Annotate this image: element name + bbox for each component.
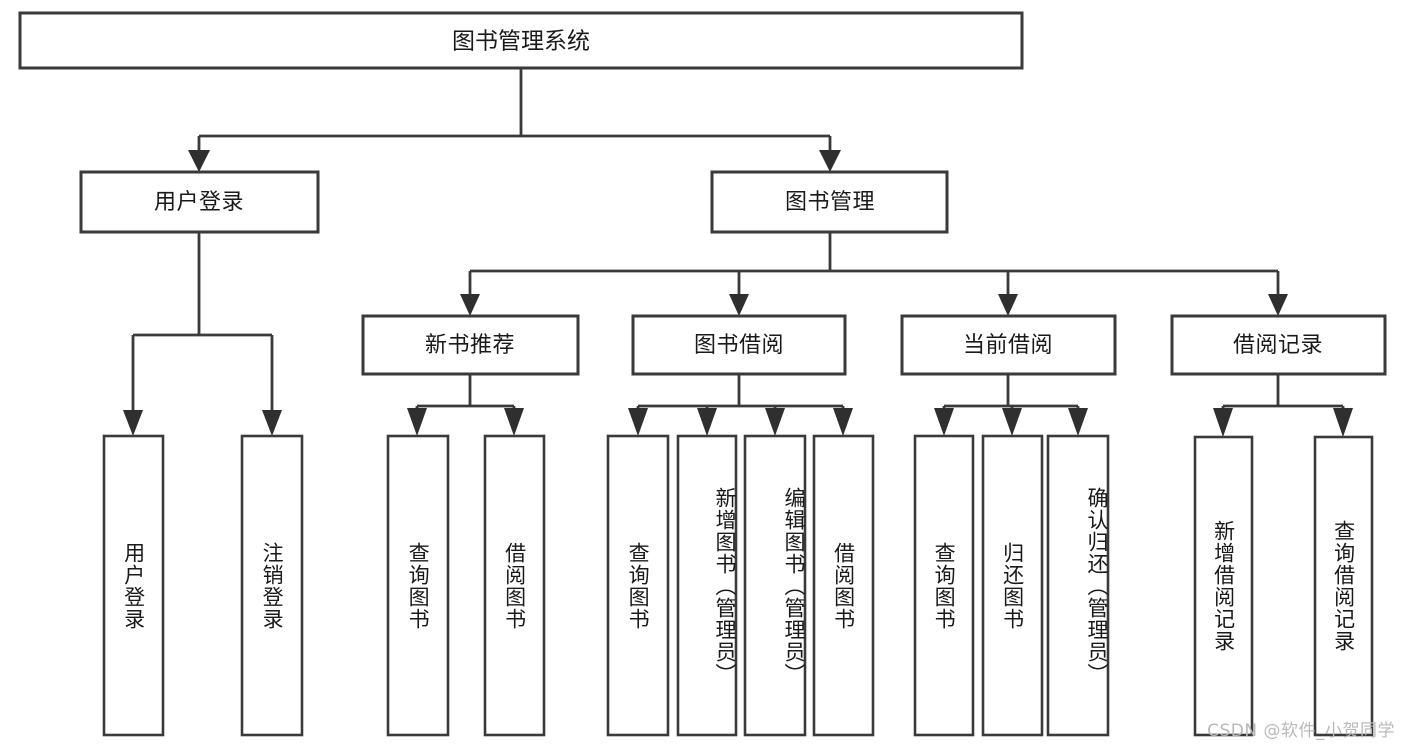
- arrowhead-leaf-confirm-return: [1068, 408, 1088, 436]
- node-new-book-recommend-label: 新书推荐: [425, 333, 515, 358]
- node-book-management-label: 图书管理: [785, 190, 875, 215]
- arrowhead-book-mgmt: [819, 150, 841, 172]
- arrowhead-new-book: [460, 294, 480, 316]
- node-root[interactable]: [18, 11, 1024, 70]
- node-user-login[interactable]: [79, 170, 320, 234]
- leaf-box-return-book[interactable]: [981, 434, 1044, 737]
- arrowhead-leaf-user-login: [123, 410, 143, 436]
- arrowhead-leaf-query-book-2: [628, 408, 648, 436]
- leaf-box-query-record[interactable]: [1313, 435, 1374, 737]
- leaf-box-query-book-1[interactable]: [386, 434, 450, 737]
- leaf-box-query-book-3[interactable]: [913, 434, 975, 737]
- node-layer: 图书管理系统 用户登录 图书管理 新书推荐 图书借阅 当前借阅 借阅记录: [18, 11, 1387, 737]
- node-root-label: 图书管理系统: [452, 29, 590, 55]
- arrowhead-leaf-borrow-book-2: [833, 408, 853, 436]
- connector-layer: [123, 68, 1353, 437]
- node-borrow-record[interactable]: [1170, 314, 1387, 376]
- leaf-box-user-login[interactable]: [102, 434, 165, 737]
- arrowhead-leaf-query-record: [1333, 408, 1353, 437]
- node-book-management[interactable]: [710, 170, 949, 234]
- leaf-box-borrow-book-1[interactable]: [483, 434, 546, 737]
- leaf-box-query-book-2[interactable]: [606, 434, 670, 737]
- node-book-borrow[interactable]: [631, 314, 847, 376]
- csdn-watermark: CSDN @软件_小贺同学: [1207, 721, 1395, 741]
- arrowhead-leaf-edit-book: [765, 408, 785, 436]
- arrowhead-leaf-query-book-1: [407, 408, 427, 436]
- leaf-box-borrow-book-2[interactable]: [812, 434, 875, 737]
- node-borrow-record-label: 借阅记录: [1233, 333, 1323, 358]
- arrowhead-current-borrow: [998, 294, 1018, 316]
- leaf-box-add-book[interactable]: [676, 434, 738, 737]
- arrowhead-leaf-logout: [262, 410, 282, 436]
- arrowhead-book-borrow: [729, 294, 749, 316]
- node-user-login-label: 用户登录: [154, 190, 244, 215]
- leaf-box-confirm-return[interactable]: [1046, 434, 1110, 737]
- node-current-borrow-label: 当前借阅: [963, 333, 1053, 358]
- arrowhead-leaf-return-book: [1002, 408, 1022, 436]
- node-current-borrow[interactable]: [900, 314, 1117, 376]
- leaf-box-add-record[interactable]: [1193, 435, 1254, 737]
- leaf-box-logout[interactable]: [240, 434, 304, 737]
- arrowhead-leaf-add-record: [1213, 408, 1233, 437]
- node-new-book-recommend[interactable]: [361, 314, 580, 376]
- leaf-box-edit-book[interactable]: [743, 434, 807, 737]
- arrowhead-leaf-query-book-3: [934, 408, 954, 436]
- node-book-borrow-label: 图书借阅: [694, 333, 784, 358]
- arrowhead-leaf-borrow-book-1: [504, 408, 524, 436]
- arrowhead-borrow-record: [1268, 294, 1288, 316]
- arrowhead-leaf-add-book: [697, 408, 717, 436]
- arrowhead-user-login: [188, 150, 210, 172]
